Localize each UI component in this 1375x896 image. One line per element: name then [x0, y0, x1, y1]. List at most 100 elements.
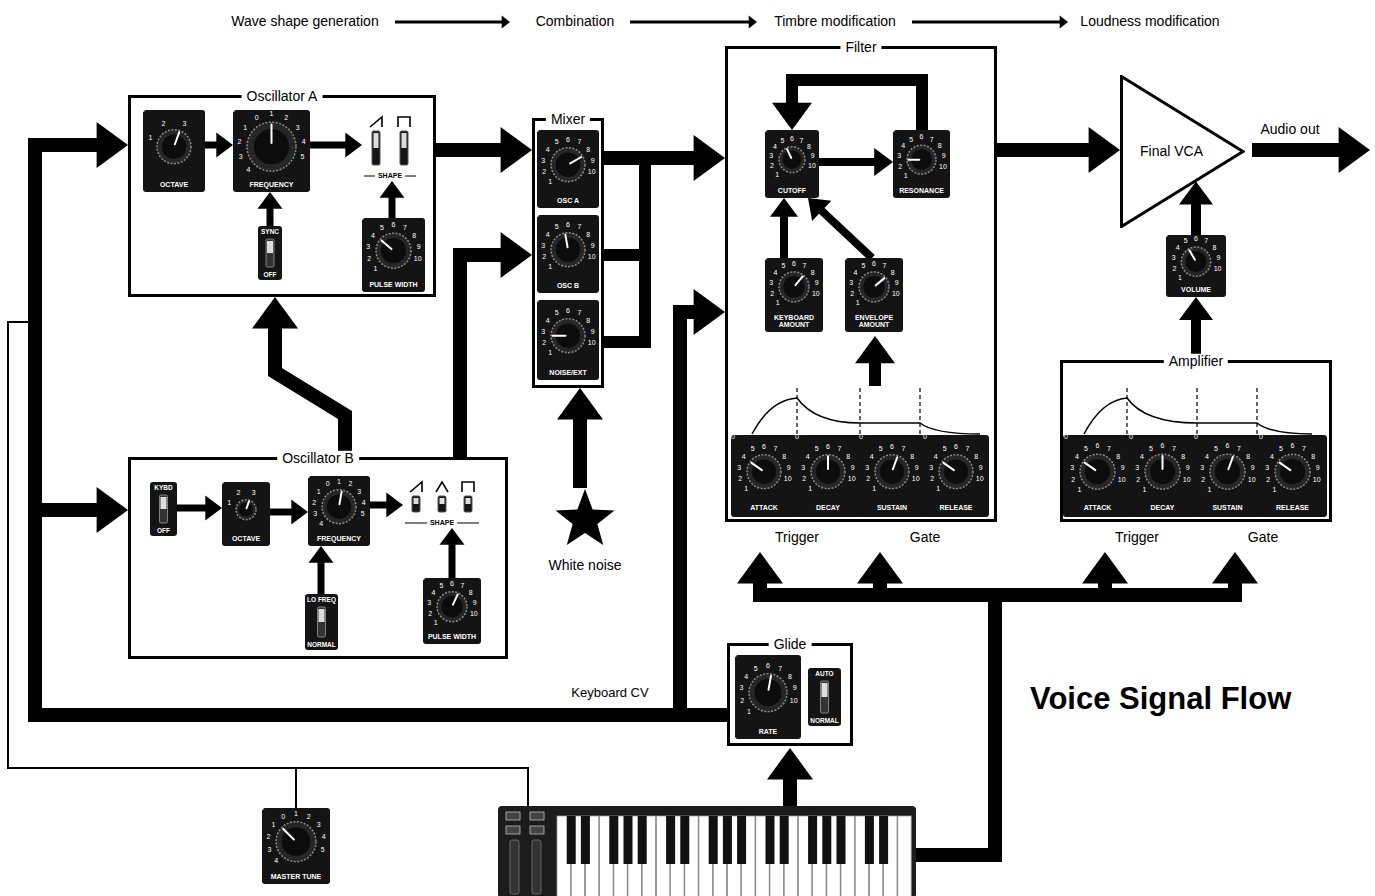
scale-number: 4 — [1205, 453, 1209, 461]
scale-number: 4 — [302, 138, 306, 146]
scale-number: 4 — [853, 269, 857, 277]
switch-lever — [822, 683, 828, 697]
knob-panel: RELEASE012345678910 — [1261, 437, 1324, 515]
wave-icon — [370, 117, 382, 127]
scale-number: 2 — [312, 499, 316, 507]
scale-number: 5 — [1214, 445, 1218, 453]
scale-number: 1 — [374, 265, 378, 273]
knob-pointer — [893, 457, 897, 469]
scale-number: 1 — [744, 485, 748, 493]
scale-number: 2 — [770, 162, 774, 170]
arrow-head — [1179, 297, 1213, 320]
switch-label: AUTO — [815, 670, 833, 677]
arrow-head — [1339, 127, 1370, 173]
flow-label: Audio out — [1258, 122, 1321, 137]
scale-number: 3 — [769, 279, 773, 287]
arrow-head — [502, 16, 510, 29]
signal-arrow — [35, 487, 727, 715]
scale-number: 6 — [450, 580, 454, 588]
scale-number: 1 — [936, 485, 940, 493]
white-key — [898, 816, 911, 896]
scale-number: 1 — [149, 134, 153, 142]
arrow-head — [770, 198, 798, 217]
toggle-switch: SYNCOFF — [258, 226, 282, 280]
scale-number: 9 — [811, 153, 815, 161]
scale-number: 5 — [555, 139, 559, 147]
signal-arrow — [772, 80, 922, 130]
scale-number: 9 — [591, 328, 595, 336]
arrow-shaft — [912, 21, 1061, 24]
flow-label: Gate — [908, 530, 942, 545]
scale-number: 4 — [431, 589, 435, 597]
scale-number: 2 — [284, 114, 288, 122]
scale-number: 5 — [751, 446, 755, 454]
knob-panel: RELEASE012345678910 — [925, 437, 987, 515]
shape-graphic — [362, 113, 418, 181]
scale-number: 8 — [846, 453, 850, 461]
knob-label: OCTAVE — [145, 181, 203, 189]
scale-number: 3 — [1172, 254, 1176, 262]
knob-pointer — [876, 278, 885, 285]
arrow-shaft — [997, 143, 1090, 157]
knob-label: ATTACK — [735, 504, 793, 512]
knob-label: FREQUENCY — [310, 535, 368, 543]
scale-number: 10 — [892, 290, 900, 298]
scale-number: 5 — [1149, 445, 1153, 453]
black-key — [666, 816, 675, 864]
scale-number: 9 — [417, 243, 421, 251]
toggle-switch: KYBDOFF — [150, 482, 177, 536]
scale-number: 5 — [361, 511, 365, 519]
knob-label: PULSE WIDTH — [364, 281, 423, 289]
scale-number: 6 — [1161, 442, 1165, 450]
scale-number: 4 — [546, 317, 550, 325]
knob-panel: DECAY012345678910 — [1131, 437, 1194, 515]
star-shape — [556, 489, 615, 545]
arrow-shaft — [573, 418, 587, 488]
knob-panel: OCTAVE0123 — [222, 482, 270, 546]
arrow-head — [309, 546, 334, 563]
scale-number: 8 — [807, 143, 811, 151]
scale-number: 6 — [920, 133, 924, 141]
black-key — [680, 816, 689, 864]
knob-pointer — [795, 276, 802, 285]
scale-number: 10 — [470, 610, 478, 618]
knob-rim — [437, 592, 467, 622]
scale-number: 6 — [392, 221, 396, 229]
knob-pointer — [553, 335, 566, 337]
scale-number: 6 — [766, 662, 770, 670]
scale-number: 5 — [781, 137, 785, 145]
knob-rim — [1210, 454, 1245, 489]
scale-number: 0 — [360, 214, 364, 222]
adsr-curve — [1084, 398, 1312, 434]
switch-label: KYBD — [154, 484, 172, 491]
switch-slot — [160, 495, 168, 523]
switch-lever — [267, 241, 273, 253]
arrow-shaft — [821, 210, 872, 258]
arrow-head — [216, 133, 233, 158]
flow-arrows — [8, 16, 1370, 856]
section-heading: Oscillator B — [277, 451, 359, 466]
arrow-head — [1212, 552, 1258, 583]
scale-number: 5 — [879, 446, 883, 454]
knob-label: OSC A — [539, 197, 597, 205]
scale-number: 5 — [1084, 445, 1088, 453]
arrow-head — [386, 493, 403, 518]
adsr-curve — [752, 398, 980, 434]
scale-number: 10 — [588, 169, 596, 177]
knob-panel: OSC B012345678910 — [537, 215, 599, 293]
signal-arrow — [436, 127, 532, 173]
keyboard-wheel — [532, 840, 541, 894]
scale-number: 9 — [979, 464, 983, 472]
knob-label: SUSTAIN — [1198, 504, 1257, 512]
knob-rim — [875, 455, 909, 489]
arrow-shaft — [270, 509, 292, 516]
arrow-shaft — [205, 142, 217, 149]
scale-number: 1 — [904, 172, 908, 180]
switch-label: NORMAL — [307, 641, 336, 648]
scale-number: 0 — [891, 126, 895, 134]
scale-number: 10 — [808, 162, 816, 170]
switch-lever — [466, 498, 471, 504]
arrow-shaft — [1252, 143, 1340, 157]
scale-number: 3 — [1200, 464, 1204, 472]
arrow-head — [1179, 181, 1213, 204]
